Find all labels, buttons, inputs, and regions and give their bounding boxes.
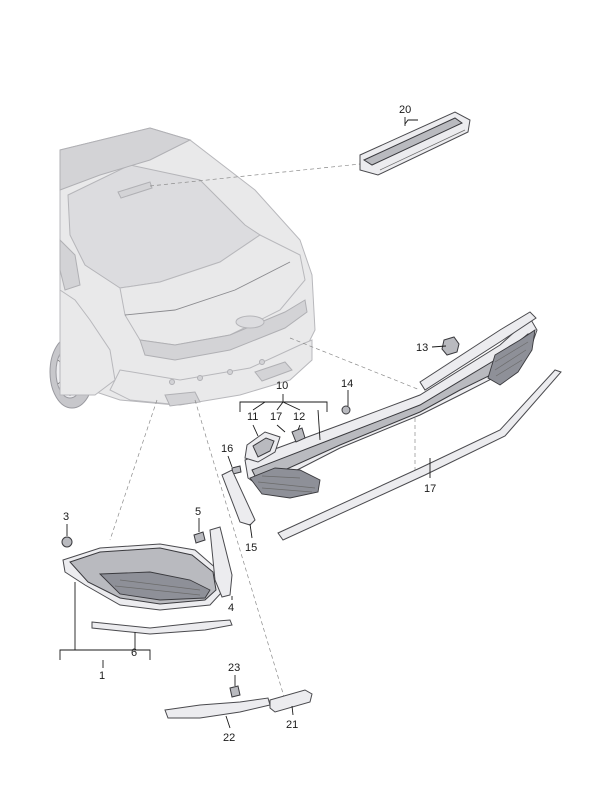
callout-11: 11 — [247, 411, 258, 423]
trunk-light-assembly — [221, 311, 562, 541]
part-20-brake-light — [359, 111, 471, 176]
callout-3: 3 — [63, 511, 69, 523]
callout-4: 4 — [228, 602, 234, 614]
callout-22: 22 — [223, 732, 235, 744]
callout-labels: 20 13 14 10 11 17 12 16 15 17 3 5 4 6 1 … — [63, 104, 436, 744]
callout-17-bottom: 17 — [424, 483, 436, 495]
callout-1: 1 — [99, 670, 105, 682]
callout-6: 6 — [131, 647, 137, 659]
callout-20: 20 — [399, 104, 411, 116]
callout-21: 21 — [286, 719, 298, 731]
callout-16: 16 — [221, 443, 233, 455]
side-tail-light-assembly — [61, 526, 233, 635]
vehicle-rear-illustration — [49, 127, 316, 409]
lower-trim-pieces — [164, 685, 313, 719]
callout-17-top: 17 — [270, 411, 282, 423]
callout-13: 13 — [416, 342, 428, 354]
callout-5: 5 — [195, 506, 201, 518]
callout-12: 12 — [293, 411, 305, 423]
callout-23: 23 — [228, 662, 240, 674]
callout-15: 15 — [245, 542, 257, 554]
callout-14: 14 — [341, 378, 353, 390]
callout-10: 10 — [276, 380, 288, 392]
leader-lines — [109, 163, 421, 701]
callout-lines — [59, 117, 447, 729]
